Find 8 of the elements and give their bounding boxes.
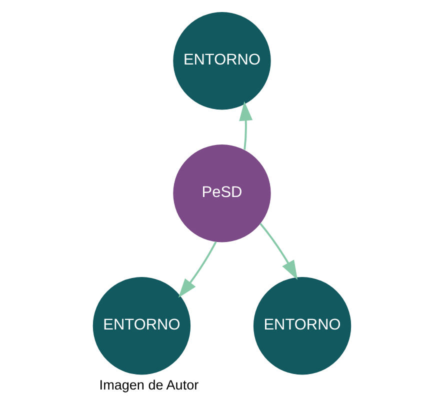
arrow [178,241,217,298]
node-circle: ENTORNO [173,12,271,110]
arrow [260,223,298,280]
node-circle: ENTORNO [92,277,191,375]
node-circle: ENTORNO [253,277,352,375]
arrow [239,101,253,150]
node-circle: PeSD [173,144,271,242]
caption: Imagen de Autor [99,377,199,392]
